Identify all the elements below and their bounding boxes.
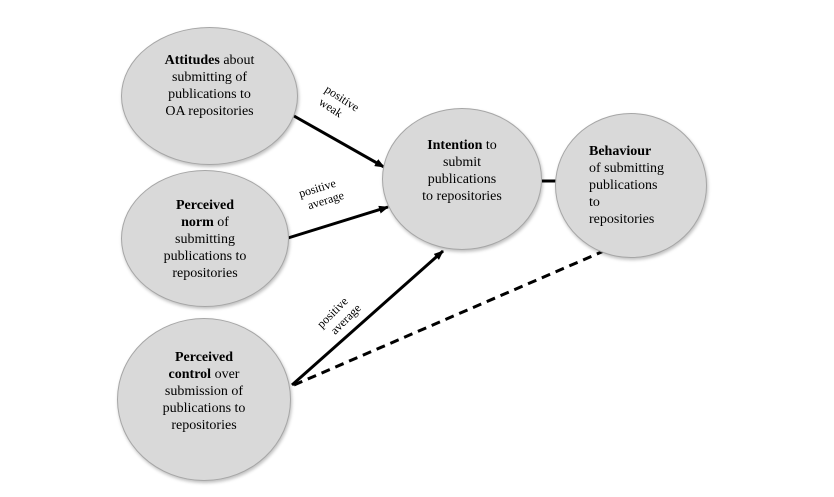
intention-node	[382, 108, 542, 250]
control-title-line1: Perceived	[174, 350, 234, 365]
perceived-norm-text: Perceived norm of submitting publication…	[121, 197, 289, 282]
control-line: submission of	[164, 384, 244, 399]
behaviour-title: Behaviour	[589, 144, 652, 159]
norm-title-line1: Perceived	[175, 198, 235, 213]
norm-line: publications to	[163, 249, 247, 264]
behaviour-line: repositories	[589, 212, 655, 227]
norm-title-rest: of	[213, 215, 229, 230]
behaviour-text: Behaviour of submitting publications to …	[589, 143, 699, 228]
attitudes-title-rest: about	[219, 53, 255, 68]
arrow-attitudes-to-intention	[293, 114, 385, 169]
attitudes-node	[121, 27, 298, 165]
intention-line: submit	[442, 155, 482, 170]
attitudes-line: submitting of	[171, 70, 248, 85]
control-line: repositories	[171, 418, 237, 433]
perceived-control-node	[117, 318, 291, 481]
control-title-line2: control	[168, 367, 212, 382]
attitudes-text: Attitudes about submitting of publicatio…	[121, 52, 298, 120]
intention-title-rest: to	[482, 138, 497, 153]
intention-line: publications	[427, 172, 497, 187]
norm-title-line2: norm	[181, 215, 214, 230]
arrow-norm-to-intention	[287, 205, 389, 240]
perceived-control-text: Perceived control over submission of pub…	[117, 349, 291, 434]
intention-title: Intention	[427, 138, 483, 153]
perceived-norm-node	[121, 170, 289, 307]
norm-line: submitting	[175, 232, 235, 247]
arrow-control-to-intention	[291, 249, 444, 387]
attitudes-line: publications to	[168, 87, 251, 102]
behaviour-line: of submitting	[589, 161, 665, 176]
norm-line: repositories	[172, 266, 238, 281]
intention-line: to repositories	[422, 189, 502, 204]
behaviour-line: to	[589, 195, 600, 210]
behaviour-line: publications	[589, 178, 658, 193]
intention-text: Intention to submit publications to repo…	[382, 137, 542, 205]
control-line: publications to	[162, 401, 246, 416]
behaviour-node	[555, 113, 707, 258]
attitudes-line: OA repositories	[165, 104, 254, 119]
control-title-rest: over	[211, 367, 240, 382]
attitudes-title: Attitudes	[164, 53, 220, 68]
